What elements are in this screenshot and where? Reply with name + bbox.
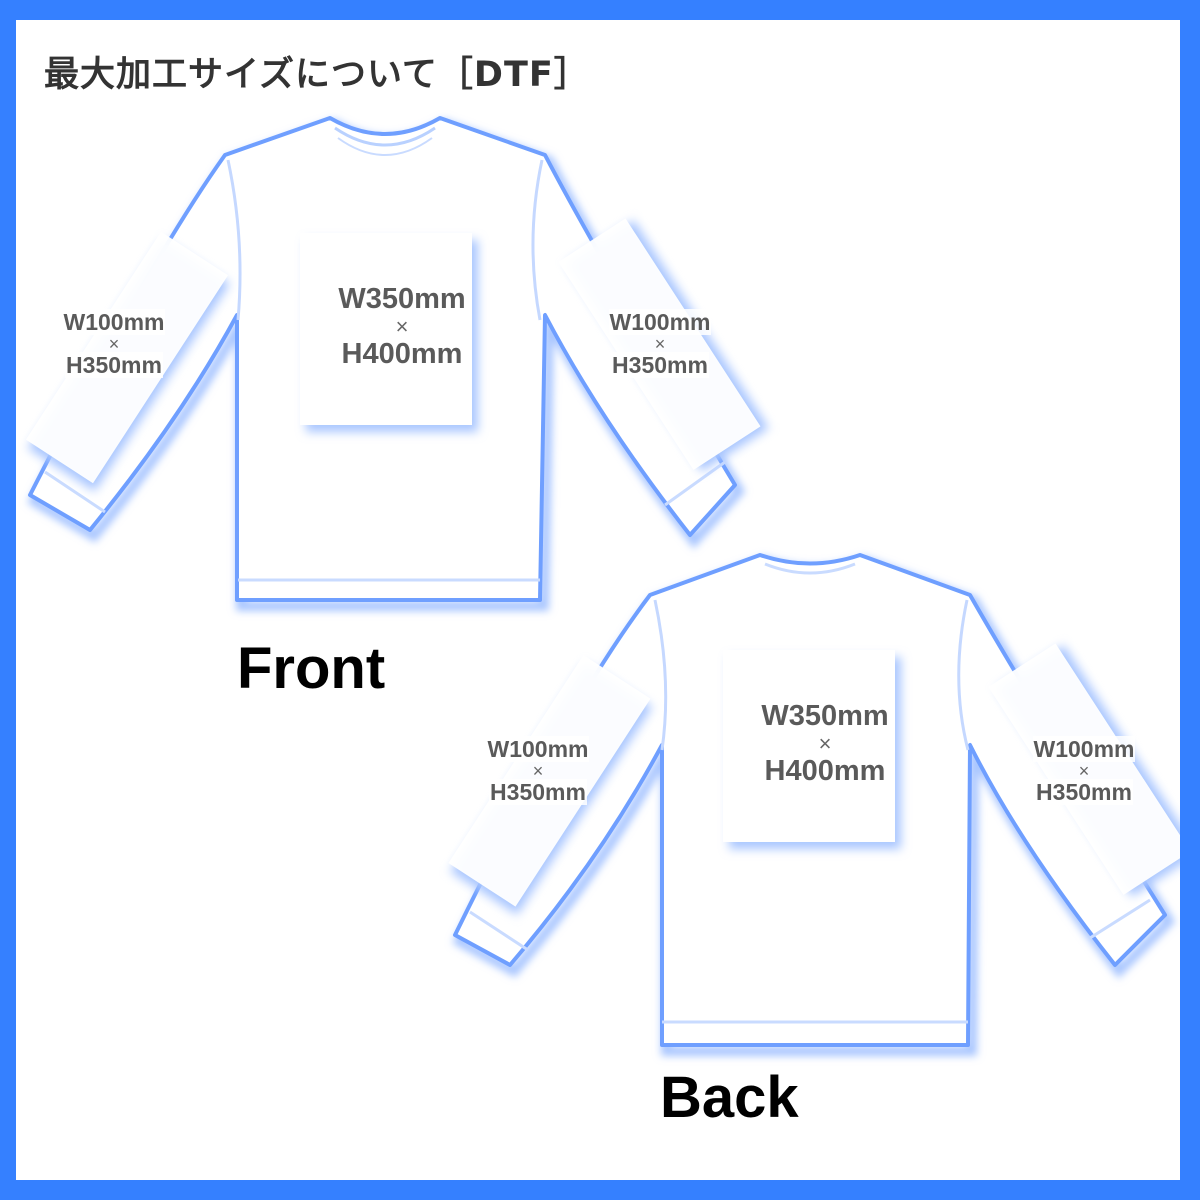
page-title: 最大加工サイズについて［DTF］ <box>44 55 590 95</box>
back-view-label: Back <box>660 1065 799 1130</box>
front-left-sleeve-size-label: W100mm × H350mm <box>62 309 166 378</box>
diagram-frame: 最大加工サイズについて［DTF］ <box>16 20 1180 1180</box>
back-chest-size-label: W350mm × H400mm <box>760 700 890 787</box>
front-view-label: Front <box>237 636 386 701</box>
shirt-illustrations <box>25 116 1180 1056</box>
front-right-sleeve-size-label: W100mm × H350mm <box>608 309 712 378</box>
back-left-sleeve-size-label: W100mm × H350mm <box>486 736 590 805</box>
front-chest-size-label: W350mm × H400mm <box>337 283 467 370</box>
back-right-sleeve-size-label: W100mm × H350mm <box>1032 736 1136 805</box>
